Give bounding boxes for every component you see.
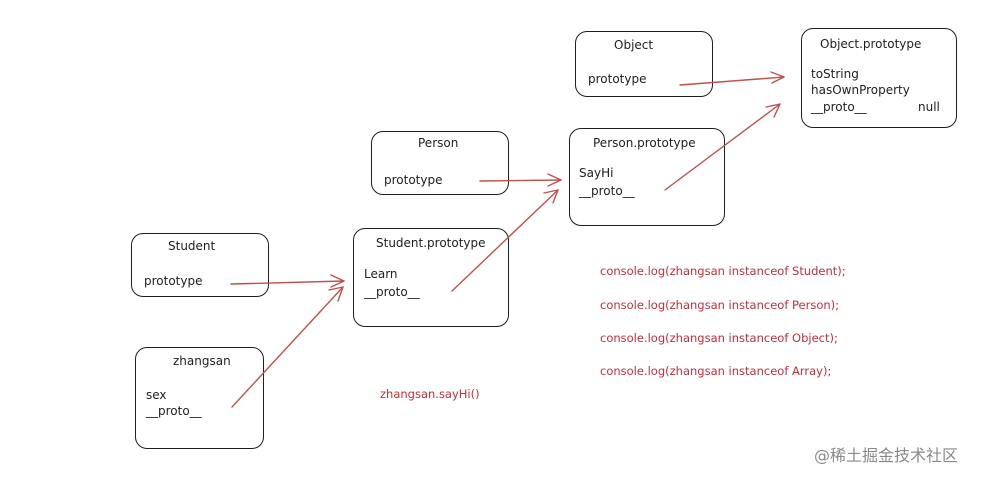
person-box	[371, 131, 509, 195]
person-prototype-box-title: Person.prototype	[593, 136, 696, 150]
object-box	[575, 31, 713, 97]
arrow-person-prototype-head	[547, 173, 562, 187]
sayhi-call-text: zhangsan.sayHi()	[380, 387, 480, 401]
arrow-person-proto-head	[765, 103, 781, 118]
console-line-person: console.log(zhangsan instanceof Person);	[600, 298, 840, 312]
console-line-object: console.log(zhangsan instanceof Object);	[600, 331, 838, 345]
console-line-array: console.log(zhangsan instanceof Array);	[600, 364, 832, 378]
object-prototype-box	[801, 28, 957, 128]
arrow-student-proto-head	[543, 189, 559, 204]
person-box-prototype: prototype	[384, 173, 443, 187]
arrow-zhangsan-proto-head	[328, 286, 344, 302]
object-box-title: Object	[614, 38, 654, 52]
zhangsan-box-proto: __proto__	[146, 404, 202, 418]
person-box-title: Person	[418, 136, 459, 150]
person-prototype-box-sayhi: SayHi	[579, 166, 614, 180]
arrow-object-prototype-head	[770, 71, 785, 84]
student-prototype-box-learn: Learn	[364, 267, 398, 281]
zhangsan-box-title: zhangsan	[173, 354, 231, 368]
student-prototype-box-title: Student.prototype	[376, 236, 486, 250]
object-prototype-box-hasownproperty: hasOwnProperty	[811, 83, 910, 97]
object-prototype-box-title: Object.prototype	[820, 37, 922, 51]
arrow-student-prototype-head	[330, 274, 345, 288]
object-prototype-box-tostring: toString	[811, 67, 859, 81]
person-prototype-box-proto: __proto__	[579, 184, 635, 198]
object-prototype-box-null: null	[918, 100, 940, 114]
console-line-student: console.log(zhangsan instanceof Student)…	[600, 264, 846, 278]
student-box-title: Student	[168, 239, 216, 253]
zhangsan-box-sex: sex	[146, 388, 167, 402]
object-box-prototype: prototype	[588, 72, 647, 86]
object-prototype-box-proto: __proto__	[811, 100, 867, 114]
student-prototype-box-proto: __proto__	[364, 285, 420, 299]
watermark: @稀土掘金技术社区	[814, 446, 959, 465]
student-box-prototype: prototype	[144, 274, 203, 288]
